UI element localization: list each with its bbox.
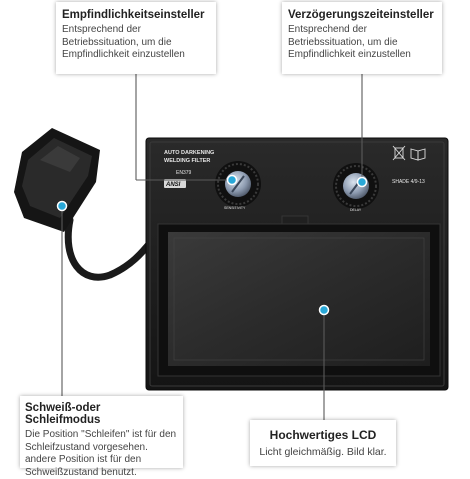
sensitivity-callout: Empfindlichkeitseinsteller Entsprechend … (56, 2, 216, 74)
leader-lines (61, 74, 363, 420)
knob-right-label: DELAY (350, 208, 362, 212)
mode-title: Schweiß-oder Schleifmodus (25, 402, 101, 426)
filter-standard: EN379 (176, 170, 192, 176)
filter-label-line1: AUTO DARKENING (164, 150, 214, 156)
manual-icon (410, 148, 426, 161)
delay-desc: Entsprechend der Betriebssituation, um d… (288, 24, 411, 60)
mode-desc: Die Position "Schleifen" ist für den Sch… (25, 429, 177, 478)
sensitivity-desc: Entsprechend der Betriebssituation, um d… (62, 24, 185, 60)
sensitivity-title: Empfindlichkeitseinsteller (62, 9, 205, 21)
lcd-callout: Hochwertiges LCD Licht gleichmäßig. Bild… (250, 420, 396, 466)
knob-left-label: SENSITIVITY (224, 206, 246, 210)
sensitivity-knob: SENSITIVITY (215, 161, 261, 210)
lcd-desc: Licht gleichmäßig. Bild klar. (259, 446, 387, 458)
accent-markers (56, 174, 368, 316)
lcd-lens (168, 232, 430, 366)
shade-label: SHADE 4/9-13 (392, 179, 425, 185)
delay-callout: Verzögerungszeiteinsteller Entsprechend … (282, 2, 442, 74)
delay-title: Verzögerungszeiteinsteller (288, 9, 434, 21)
disposal-icon (392, 145, 406, 161)
lcd-title: Hochwertiges LCD (269, 428, 377, 442)
mode-callout: Schweiß-oder Schleifmodus Die Position "… (20, 396, 183, 478)
filter-label-line2: WELDING FILTER (164, 158, 210, 164)
ansi-badge: ANSI (165, 182, 181, 188)
mode-switch-sensor (14, 128, 100, 232)
